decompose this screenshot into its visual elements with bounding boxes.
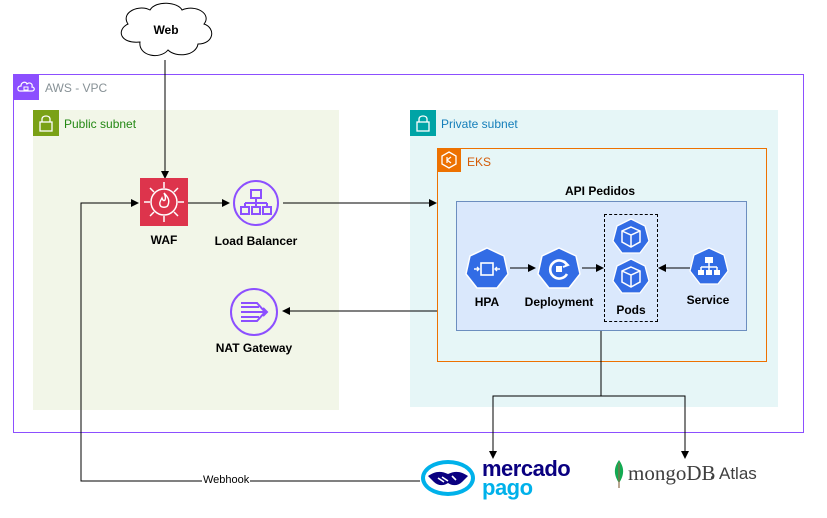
hpa-label: HPA [474, 295, 500, 309]
waf-label: WAF [150, 233, 178, 247]
load-balancer-icon [232, 179, 280, 227]
public-subnet-label: Public subnet [64, 117, 137, 131]
atlas-text: Atlas [719, 464, 757, 483]
public-subnet-group [33, 110, 339, 410]
service-label: Service [686, 293, 730, 307]
load-balancer-label: Load Balancer [214, 234, 298, 248]
mongodb-dot [711, 476, 714, 479]
private-subnet-lock-icon [410, 110, 436, 136]
service-icon [689, 247, 729, 287]
waf-icon [140, 178, 188, 226]
vpc-cloud-icon [13, 74, 39, 100]
mercadopago-logo-icon [420, 458, 476, 498]
deployment-label: Deployment [524, 295, 594, 309]
mongodb-leaf-icon [612, 459, 626, 489]
eks-group [437, 148, 767, 362]
web-label: Web [153, 23, 179, 37]
hpa-icon [464, 246, 510, 292]
eks-label: EKS [467, 155, 492, 169]
private-subnet-label: Private subnet [441, 117, 518, 131]
public-subnet-lock-icon [33, 110, 59, 136]
mercadopago-text-line2: pago [482, 475, 533, 500]
api-pedidos-label: API Pedidos [564, 184, 635, 198]
mercadopago-text-line1: mercado [482, 456, 571, 481]
vpc-label: AWS - VPC [45, 81, 108, 95]
webhook-edge-label: Webhook [202, 474, 251, 486]
pods-label: Pods [616, 303, 646, 317]
deployment-icon [536, 246, 582, 292]
pod-icon [612, 258, 650, 296]
nat-gateway-label: NAT Gateway [215, 341, 293, 355]
nat-gateway-icon [229, 287, 279, 337]
pods-group [604, 214, 658, 322]
eks-icon [437, 148, 461, 172]
pod-icon [612, 218, 650, 256]
mongodb-text: mongoDB [628, 461, 716, 485]
